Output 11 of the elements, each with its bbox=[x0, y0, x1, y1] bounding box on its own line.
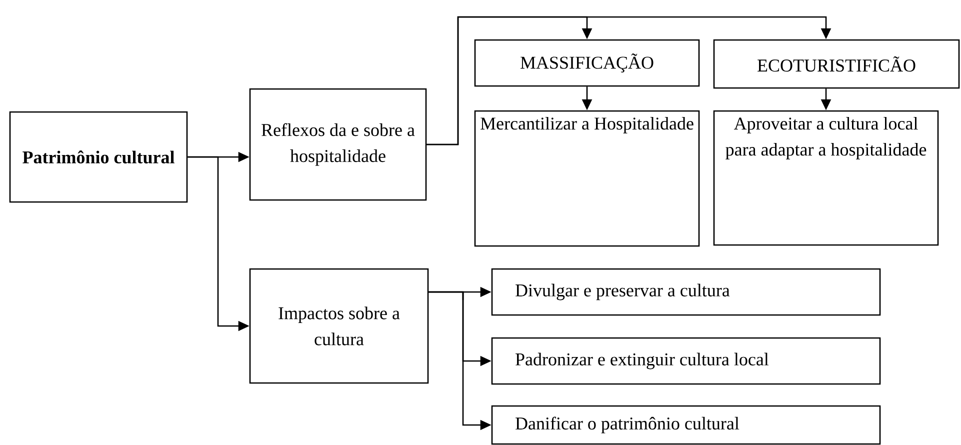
outcome-box: Aproveitar a cultura local para adaptar a hospitalidade bbox=[713, 110, 939, 246]
category-box: ECOTURISTIFICÃO bbox=[713, 39, 960, 89]
outcome-box: Danificar o patrimônio cultural bbox=[491, 405, 881, 445]
outcome-box: Padronizar e extinguir cultura local bbox=[491, 337, 881, 385]
process-box: Reflexos da e sobre a hospitalidade bbox=[249, 88, 427, 201]
outcome-box: Mercantilizar a Hospitalidade bbox=[474, 110, 700, 247]
concept-box: Patrimônio cultural bbox=[9, 111, 188, 203]
outcome-box: Divulgar e preservar a cultura bbox=[491, 268, 881, 316]
process-box: Impactos sobre a cultura bbox=[249, 268, 429, 384]
category-box: MASSIFICAÇÃO bbox=[474, 39, 700, 87]
arrow bbox=[426, 16, 832, 146]
